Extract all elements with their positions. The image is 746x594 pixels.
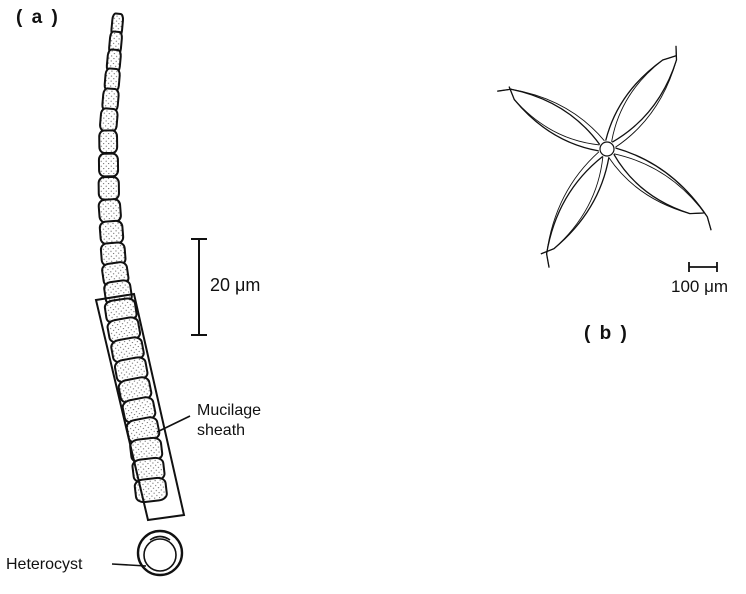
colony-filament [547, 156, 603, 267]
scale-bar-100um [689, 262, 717, 272]
colony-filament [614, 154, 711, 230]
colony-filament [547, 152, 599, 268]
star-colony [497, 46, 711, 268]
colony-filament [606, 56, 676, 141]
colony-filament [614, 154, 704, 213]
colony-filament [616, 148, 712, 230]
colony-filament [615, 46, 676, 147]
vegetative-cell [99, 220, 123, 244]
panel-b-label: ( b ) [584, 324, 629, 343]
colony-filament [509, 87, 599, 151]
colony-filament [541, 157, 609, 254]
anabaena-trichome [98, 13, 167, 503]
sheath-label-line1: Mucilage [197, 403, 261, 419]
colony-center [600, 142, 614, 156]
heterocyst [138, 531, 182, 575]
scale-bar-100um-label: 100 μm [671, 278, 728, 295]
colony-filament [612, 46, 676, 142]
vegetative-cell [100, 108, 118, 132]
vegetative-cell [99, 130, 117, 153]
colony-filament [612, 56, 677, 142]
scale-bar-20um [191, 239, 207, 335]
colony-filament [497, 89, 599, 144]
vegetative-cell [99, 154, 118, 177]
colony-filament [509, 87, 599, 145]
heterocyst-label: Heterocyst [6, 557, 82, 573]
panel-a-label: ( a ) [16, 8, 60, 27]
vegetative-cell [99, 177, 120, 200]
sheath-label-line2: sheath [197, 423, 245, 439]
scale-bar-20um-label: 20 μm [210, 276, 260, 294]
vegetative-cell [98, 199, 121, 223]
